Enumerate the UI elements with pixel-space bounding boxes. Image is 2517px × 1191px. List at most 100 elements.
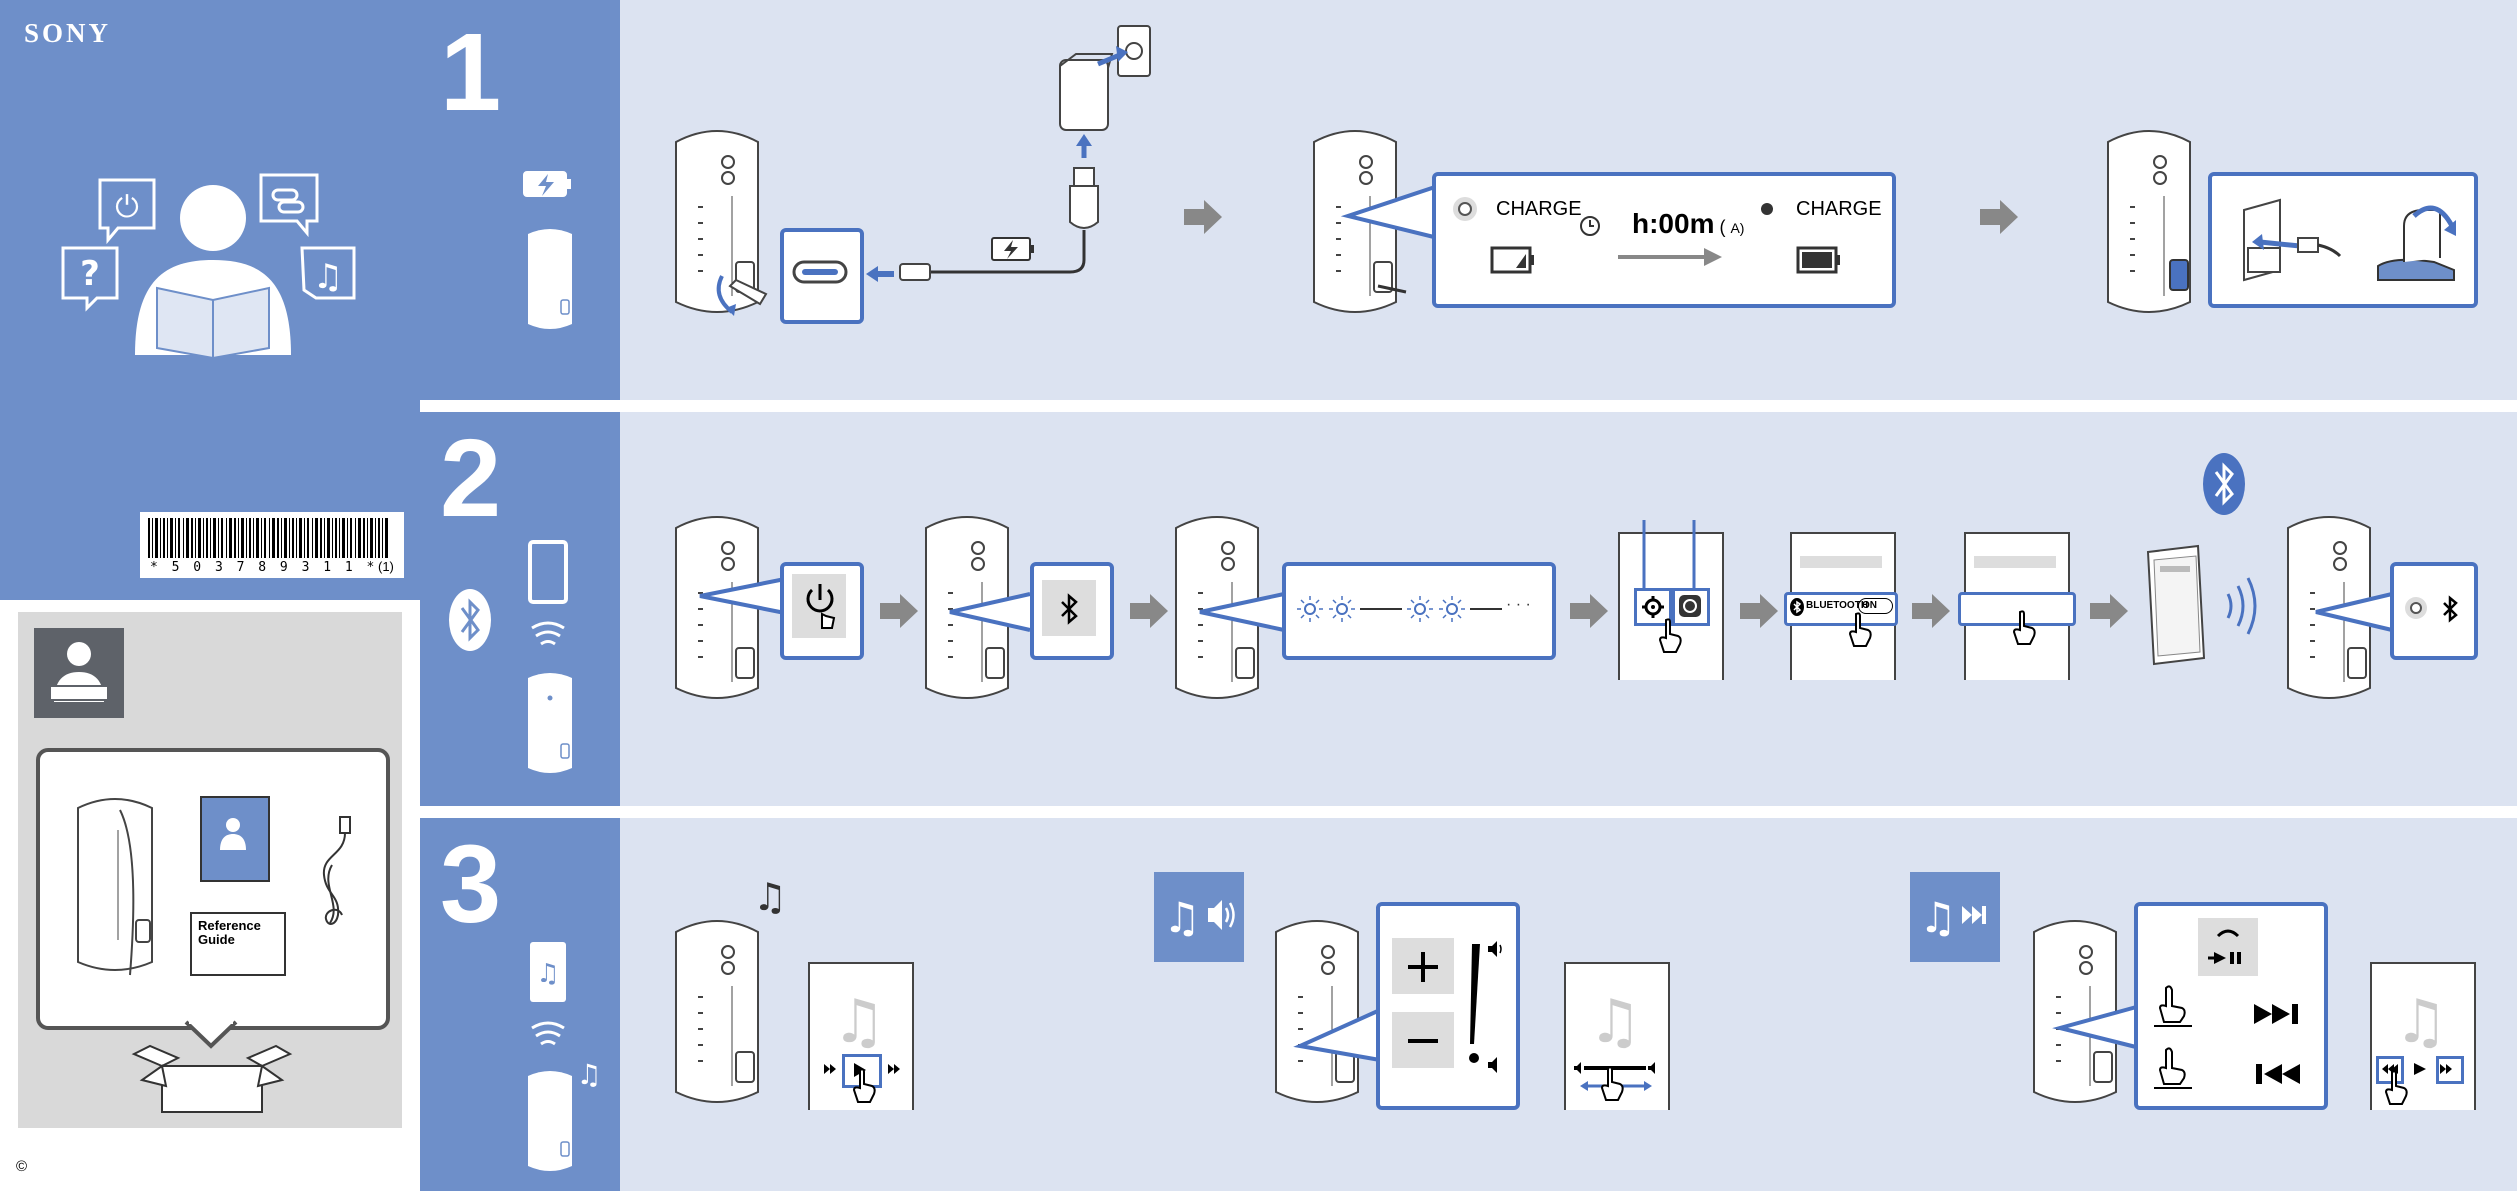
contents-guide-illustration [210, 810, 256, 856]
swipe-hand-icon [1600, 1066, 1626, 1102]
battery-full-icon [1796, 246, 1842, 274]
clock-icon [1578, 214, 1602, 238]
svg-text:?: ? [80, 254, 100, 294]
arrow-right-gray [1740, 594, 1778, 628]
svg-text:♫: ♫ [536, 959, 559, 989]
step3-speaker-icon [524, 1066, 576, 1178]
svg-text:♫: ♫ [313, 257, 343, 297]
svg-text:♫: ♫ [1163, 893, 1201, 942]
blink-ellipsis: · · · [1506, 596, 1531, 614]
svg-text:♫: ♫ [2394, 987, 2448, 1057]
call-play-pause-icon [2204, 922, 2254, 972]
battery-charge-icon [522, 170, 572, 198]
usb-cable-to-adapter [900, 24, 1160, 294]
tap-hand-icon [852, 1068, 878, 1104]
svg-text:♫: ♫ [1919, 893, 1957, 942]
step1-number: 1 [440, 18, 501, 128]
charge-status-callout [1432, 172, 1896, 308]
callout-pointer-bt [950, 594, 1030, 634]
phone-list-header-bar [1974, 556, 2056, 568]
callout-pointer-power [700, 578, 790, 618]
bluetooth-logo-large [2202, 452, 2246, 516]
charge-status-after: CHARGE [1796, 198, 1882, 221]
svg-text:⏻: ⏻ [115, 190, 139, 225]
tap-hand-icon [2012, 610, 2038, 646]
barcode-digits: * 5 0 3 7 8 9 3 1 1 * [150, 560, 377, 575]
music-volume-icon: ♫ [1160, 890, 1240, 940]
charge-time-note: A) [1730, 220, 1744, 236]
charge-progress-arrow [1618, 248, 1722, 266]
step2-signal-waves-icon [524, 620, 572, 654]
triple-press-hand-icon [2152, 1044, 2196, 1092]
arrow-right-gray [1912, 594, 1950, 628]
player-album-art-icon: ♫ [830, 990, 888, 1048]
sony-logo: SONY [24, 18, 111, 49]
speaker-charging-port-open [672, 126, 768, 320]
step2-phone-icon [528, 540, 568, 604]
bluetooth-indicator-icon [2440, 594, 2460, 624]
charge-time: h:00m ( A) [1632, 208, 1744, 240]
reading-icon [34, 628, 124, 718]
step3-signal-waves-icon [524, 1020, 572, 1054]
open-box-icon [130, 1046, 295, 1116]
callout-pointer [186, 1018, 236, 1048]
plus-icon [1404, 948, 1442, 986]
charge-status-before: CHARGE [1496, 198, 1582, 221]
step1-speaker-icon [524, 224, 576, 336]
tap-hand-icon [1658, 618, 1684, 654]
reading-person-illustration: ⏻ ? ♫ [55, 160, 375, 360]
speaker-port-closed [2104, 126, 2200, 320]
copyright: © [16, 1158, 27, 1175]
callout-pointer-blink [1200, 594, 1284, 634]
arrow-right-gray [1184, 200, 1222, 234]
phone-connected [2144, 544, 2208, 668]
barcode-bars [148, 518, 398, 558]
reference-guide-title-line2: Guide [198, 932, 235, 947]
step3-phone-music-icon: ♫ [528, 940, 568, 1004]
next-track-icon [2252, 1000, 2306, 1028]
fast-blink-indicator [1296, 594, 1526, 624]
unplug-cable-illustration [2240, 196, 2350, 286]
arrow-right-gray [880, 594, 918, 628]
charge-time-value: h:00m [1632, 208, 1714, 239]
callout-pointer-volume [1300, 1010, 1380, 1070]
gear-icon [1640, 594, 1666, 620]
svg-text:♫: ♫ [576, 1058, 601, 1091]
tap-hand-icon [1848, 612, 1874, 648]
previous-track-icon [2252, 1060, 2306, 1088]
music-note-icon: ♫ [576, 1058, 602, 1088]
callout-pointer-paired [2316, 594, 2392, 634]
arrow-right-gray [2090, 594, 2128, 628]
paired-indicator-lit [2404, 596, 2428, 620]
volume-album-art-icon: ♫ [1586, 990, 1644, 1048]
reference-guide-title-line1: Reference [198, 918, 261, 933]
charge-callout-pointer [1348, 186, 1438, 246]
charge-indicator-off [1760, 202, 1774, 216]
music-note-dark-icon: ♫ [752, 876, 788, 916]
callout-pointer-track [2060, 1006, 2140, 1056]
step2-speaker-icon [524, 668, 576, 780]
phone-bt-header-bar [1800, 556, 1882, 568]
charge-indicator-lit [1452, 196, 1478, 222]
barcode-suffix: (1) [378, 559, 394, 574]
tap-hand-icon [2384, 1070, 2410, 1106]
minus-icon [1404, 1022, 1442, 1060]
speaker-step3-a [672, 916, 768, 1110]
svg-text:♫: ♫ [1588, 987, 1642, 1057]
music-next-icon: ♫ [1916, 890, 1996, 940]
bluetooth-button-icon [1058, 592, 1082, 626]
step2-number: 2 [440, 424, 501, 534]
contents-speaker [70, 790, 160, 980]
double-press-hand-icon [2152, 982, 2196, 1030]
bluetooth-signal-waves [2222, 576, 2262, 636]
battery-low-icon [1490, 246, 1536, 274]
volume-scale-icon [1464, 936, 1504, 1076]
arrow-right-gray [1130, 594, 1168, 628]
close-cover-illustration [2374, 196, 2464, 286]
contents-usb-cable [312, 815, 362, 935]
usbc-port-icon [792, 260, 848, 284]
charge-time-paren: ( [1714, 217, 1730, 237]
step3-number: 3 [440, 830, 501, 940]
app-icon [1678, 594, 1702, 618]
power-icon [802, 582, 838, 632]
